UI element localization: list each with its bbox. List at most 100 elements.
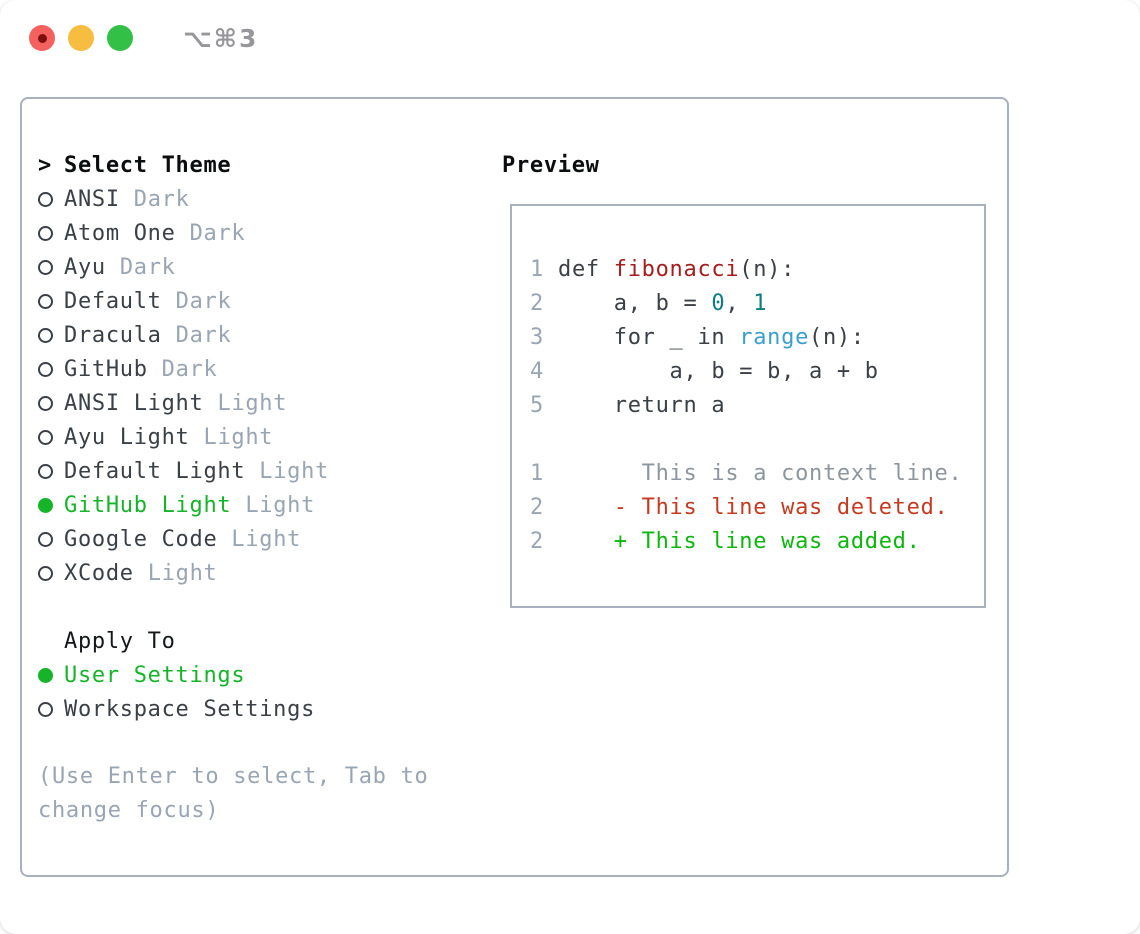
radio-unselected-icon	[38, 429, 64, 445]
code-line: 4 a, b = b, a + b	[530, 354, 984, 388]
theme-option-xcode-light[interactable]: XCode Light	[38, 556, 488, 590]
window-title: ⌥⌘3	[183, 23, 259, 53]
code-token: This is a context line.	[558, 460, 963, 486]
theme-option-ansi-dark[interactable]: ANSI Dark	[38, 182, 488, 216]
theme-label: Default	[64, 288, 162, 314]
titlebar: ⌥⌘3	[29, 23, 259, 53]
code-token: 1	[753, 290, 768, 316]
preview-title: Preview	[502, 152, 600, 178]
radio-unselected-icon	[38, 327, 64, 343]
apply-option-label: User Settings	[64, 662, 246, 688]
theme-variant: Dark	[189, 220, 246, 246]
apply-to-header-row: Apply To	[38, 624, 488, 658]
select-theme-header-row: > Select Theme	[38, 148, 488, 182]
theme-variant: Light	[203, 424, 274, 450]
theme-label: Google Code	[64, 526, 218, 552]
code-line: 2 a, b = 0, 1	[530, 286, 984, 320]
theme-variant: Light	[231, 526, 302, 552]
code-line: 2 + This line was added.	[530, 524, 984, 558]
theme-label: ANSI Light	[64, 390, 204, 416]
close-button[interactable]	[29, 25, 55, 51]
code-line: 1 This is a context line.	[530, 456, 984, 490]
radio-unselected-icon	[38, 191, 64, 207]
line-number: 2	[530, 494, 544, 520]
code-line	[530, 422, 984, 456]
radio-unselected-icon	[38, 701, 64, 717]
code-line: 5 return a	[530, 388, 984, 422]
radio-unselected-icon	[38, 531, 64, 547]
theme-variant: Light	[259, 458, 330, 484]
radio-unselected-icon	[38, 565, 64, 581]
minimize-button[interactable]	[68, 25, 94, 51]
code-token: for _ in	[558, 324, 740, 350]
apply-option-label: Workspace Settings	[64, 696, 316, 722]
theme-option-ayu-dark[interactable]: Ayu Dark	[38, 250, 488, 284]
theme-variant: Dark	[161, 356, 218, 382]
theme-label: Ayu Light	[64, 424, 190, 450]
code-token: fibonacci	[613, 256, 740, 282]
zoom-button[interactable]	[107, 25, 133, 51]
theme-option-ayu-light-light[interactable]: Ayu Light Light	[38, 420, 488, 454]
theme-option-github-dark[interactable]: GitHub Dark	[38, 352, 488, 386]
code-line: 3 for _ in range(n):	[530, 320, 984, 354]
theme-option-ansi-light-light[interactable]: ANSI Light Light	[38, 386, 488, 420]
line-number: 3	[530, 324, 544, 350]
theme-label: GitHub Light	[64, 492, 232, 518]
code-token: a, b =	[558, 290, 712, 316]
radio-unselected-icon	[38, 293, 64, 309]
spacer	[38, 726, 488, 760]
theme-label: Ayu	[64, 254, 106, 280]
theme-label: ANSI	[64, 186, 120, 212]
theme-variant: Dark	[133, 186, 190, 212]
line-number: 2	[530, 290, 544, 316]
selection-caret-icon: >	[38, 152, 52, 178]
radio-unselected-icon	[38, 463, 64, 479]
spacer	[38, 590, 488, 624]
theme-label: Atom One	[64, 220, 176, 246]
code-token: (n):	[809, 324, 865, 350]
line-number: 4	[530, 358, 544, 384]
code-token: (n):	[739, 256, 796, 282]
line-number: 5	[530, 392, 544, 418]
radio-unselected-icon	[38, 361, 64, 377]
theme-label: XCode	[64, 560, 134, 586]
radio-selected-icon	[38, 497, 64, 513]
keyboard-hint: (Use Enter to select, Tab to change focu…	[38, 764, 429, 823]
theme-variant: Light	[217, 390, 288, 416]
line-number: 1	[530, 460, 544, 486]
theme-option-google-code-light[interactable]: Google Code Light	[38, 522, 488, 556]
close-dot-icon	[37, 33, 47, 43]
apply-to-title: Apply To	[64, 628, 176, 654]
code-token: ,	[725, 290, 754, 316]
code-token: - This line was deleted.	[558, 494, 949, 520]
apply-option-workspace-settings[interactable]: Workspace Settings	[38, 692, 488, 726]
theme-variant: Dark	[119, 254, 176, 280]
code-token: a, b = b, a + b	[558, 358, 879, 384]
theme-variant: Dark	[175, 288, 232, 314]
code-line: 1 def fibonacci(n):	[530, 252, 984, 286]
panel-title: Select Theme	[64, 152, 232, 178]
theme-option-default-dark[interactable]: Default Dark	[38, 284, 488, 318]
theme-label: Dracula	[64, 322, 162, 348]
radio-unselected-icon	[38, 225, 64, 241]
radio-selected-icon	[38, 667, 64, 683]
line-number: 1	[530, 256, 544, 282]
code-token: return a	[558, 392, 726, 418]
code-token: 0	[711, 290, 726, 316]
theme-variant: Light	[147, 560, 218, 586]
code-token: + This line was added.	[558, 528, 921, 554]
theme-option-atom-one-dark[interactable]: Atom One Dark	[38, 216, 488, 250]
code-token: def	[558, 256, 614, 282]
apply-option-user-settings[interactable]: User Settings	[38, 658, 488, 692]
line-number: 2	[530, 528, 544, 554]
theme-label: GitHub	[64, 356, 148, 382]
radio-unselected-icon	[38, 395, 64, 411]
